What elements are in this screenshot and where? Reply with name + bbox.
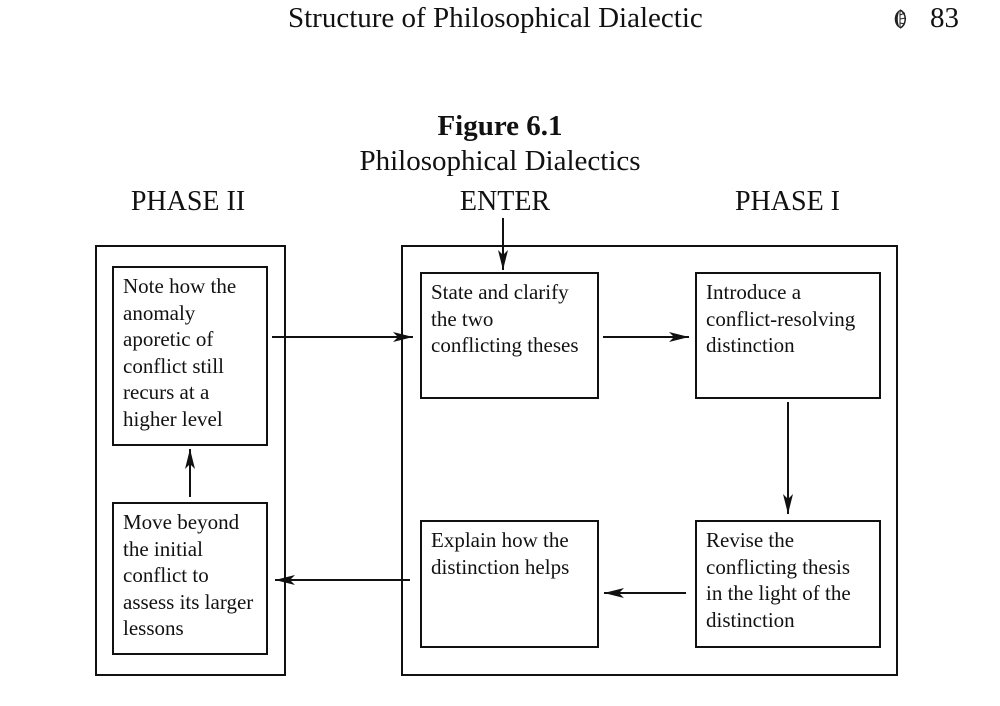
phase-two-label: PHASE II <box>130 186 246 217</box>
phase-one-frame <box>401 245 898 676</box>
node-move-beyond: Move beyond the initial conflict to asse… <box>112 502 268 655</box>
figure-title: Figure 6.1 <box>437 110 563 142</box>
node-explain-distinction: Explain how the distinction helps <box>420 520 599 648</box>
phase-one-label: PHASE I <box>734 186 840 217</box>
running-head-title: Structure of Philosophical Dialectic <box>288 2 703 34</box>
node-revise-thesis: Revise the conflicting thesis in the lig… <box>695 520 881 648</box>
leaf-ornament-icon <box>889 8 911 35</box>
phase-two-frame <box>95 245 286 676</box>
node-state-clarify: State and clarify the two conflicting th… <box>420 272 599 399</box>
page-number: 83 <box>930 2 959 34</box>
node-introduce-distinction: Introduce a conflict-resolving distincti… <box>695 272 881 399</box>
node-note-anomaly: Note how the anomaly aporetic of conflic… <box>112 266 268 446</box>
figure-subtitle: Philosophical Dialectics <box>359 145 641 177</box>
enter-label: ENTER <box>459 186 551 217</box>
